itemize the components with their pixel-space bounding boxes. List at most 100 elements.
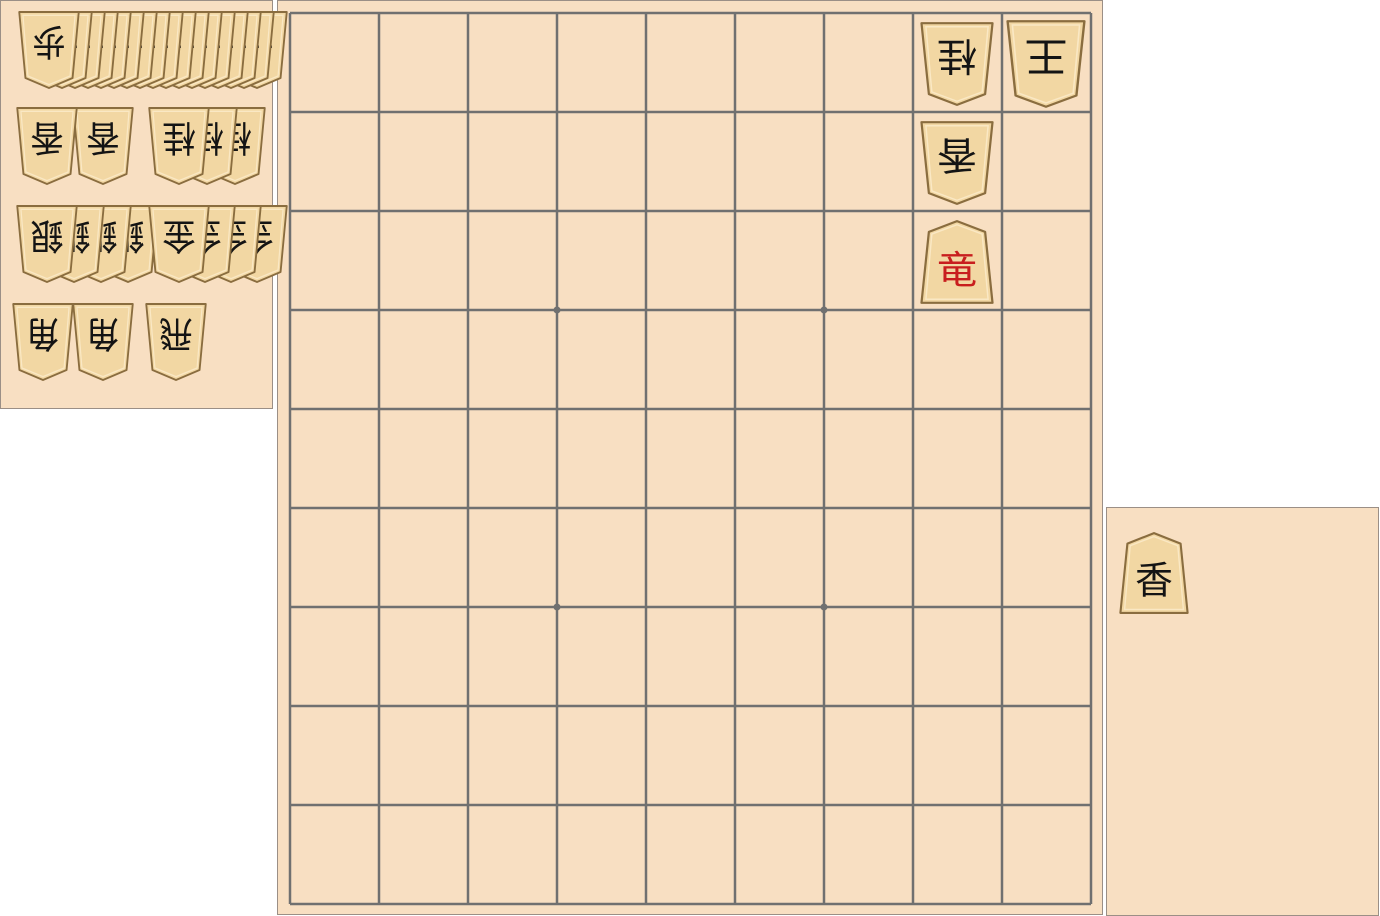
board-square-3-3[interactable]: [826, 213, 911, 308]
gote-hand-gold[interactable]: 金: [148, 204, 210, 284]
board-square-7-3[interactable]: [470, 213, 555, 308]
board-square-5-8[interactable]: [648, 708, 733, 803]
board-square-2-7[interactable]: [915, 609, 1000, 704]
piece-kanji: 角: [26, 312, 59, 353]
board-square-8-4[interactable]: [381, 312, 466, 407]
gote-hand-pawn[interactable]: 歩: [18, 10, 80, 90]
board-square-5-6[interactable]: [648, 510, 733, 605]
piece-kanji: 角: [86, 312, 119, 353]
board-square-5-7[interactable]: [648, 609, 733, 704]
board-square-4-1[interactable]: [737, 15, 822, 110]
board-square-2-9[interactable]: [915, 807, 1000, 902]
gote-hand-lance[interactable]: 香: [72, 106, 134, 186]
board-square-2-5[interactable]: [915, 411, 1000, 506]
piece-kanji: 飛: [159, 312, 192, 353]
board-square-3-4[interactable]: [826, 312, 911, 407]
gote-hand-silver[interactable]: 銀: [16, 204, 78, 284]
gote-hand-bishop[interactable]: 角: [72, 302, 134, 382]
board-square-9-9[interactable]: [292, 807, 377, 902]
star-point: [553, 306, 561, 314]
board-piece-gote-king[interactable]: 王: [1005, 19, 1086, 109]
piece-highlight: [16, 306, 70, 378]
board-square-2-4[interactable]: [915, 312, 1000, 407]
board-square-4-4[interactable]: [737, 312, 822, 407]
board-square-8-8[interactable]: [381, 708, 466, 803]
board-square-1-5[interactable]: [1004, 411, 1089, 506]
board-square-7-5[interactable]: [470, 411, 555, 506]
board-square-9-7[interactable]: [292, 609, 377, 704]
board-square-3-7[interactable]: [826, 609, 911, 704]
gote-hand-bishop[interactable]: 角: [12, 302, 74, 382]
board-square-6-3[interactable]: [559, 213, 644, 308]
board-square-5-3[interactable]: [648, 213, 733, 308]
board-square-6-2[interactable]: [559, 114, 644, 209]
board-square-8-3[interactable]: [381, 213, 466, 308]
board-square-6-9[interactable]: [559, 807, 644, 902]
board-square-5-5[interactable]: [648, 411, 733, 506]
board-square-3-1[interactable]: [826, 15, 911, 110]
board-square-5-4[interactable]: [648, 312, 733, 407]
board-square-8-5[interactable]: [381, 411, 466, 506]
board-square-5-9[interactable]: [648, 807, 733, 902]
board-square-8-1[interactable]: [381, 15, 466, 110]
board-square-4-7[interactable]: [737, 609, 822, 704]
board-piece-gote-lance[interactable]: 香: [919, 120, 994, 206]
piece-body: [16, 205, 78, 283]
board-square-4-3[interactable]: [737, 213, 822, 308]
gote-hand-lance[interactable]: 香: [16, 106, 78, 186]
board-square-6-4[interactable]: [559, 312, 644, 407]
board-square-4-8[interactable]: [737, 708, 822, 803]
board-square-9-6[interactable]: [292, 510, 377, 605]
board-square-1-7[interactable]: [1004, 609, 1089, 704]
board-piece-sente-dragon[interactable]: 竜: [919, 219, 994, 305]
board-square-1-9[interactable]: [1004, 807, 1089, 902]
board-square-8-7[interactable]: [381, 609, 466, 704]
board-square-1-6[interactable]: [1004, 510, 1089, 605]
board-square-9-3[interactable]: [292, 213, 377, 308]
board-square-6-7[interactable]: [559, 609, 644, 704]
board-square-5-2[interactable]: [648, 114, 733, 209]
board-square-1-2[interactable]: [1004, 114, 1089, 209]
board-square-6-5[interactable]: [559, 411, 644, 506]
board-square-3-8[interactable]: [826, 708, 911, 803]
board-square-7-2[interactable]: [470, 114, 555, 209]
board-square-9-5[interactable]: [292, 411, 377, 506]
board-square-3-2[interactable]: [826, 114, 911, 209]
board-square-9-1[interactable]: [292, 15, 377, 110]
board-square-1-4[interactable]: [1004, 312, 1089, 407]
board-square-4-5[interactable]: [737, 411, 822, 506]
board-square-4-2[interactable]: [737, 114, 822, 209]
board-square-4-6[interactable]: [737, 510, 822, 605]
board-square-3-5[interactable]: [826, 411, 911, 506]
board-square-8-9[interactable]: [381, 807, 466, 902]
piece-kanji: 香: [1135, 559, 1173, 603]
board-square-8-2[interactable]: [381, 114, 466, 209]
gote-hand-rook[interactable]: 飛: [145, 302, 207, 382]
board-square-7-6[interactable]: [470, 510, 555, 605]
board-square-6-6[interactable]: [559, 510, 644, 605]
board-square-9-8[interactable]: [292, 708, 377, 803]
board-square-6-1[interactable]: [559, 15, 644, 110]
gote-hand-knight[interactable]: 桂: [148, 106, 210, 186]
board-square-7-8[interactable]: [470, 708, 555, 803]
board-square-1-3[interactable]: [1004, 213, 1089, 308]
board-square-7-7[interactable]: [470, 609, 555, 704]
sente-hand-lance[interactable]: 香: [1119, 531, 1189, 615]
board-square-2-8[interactable]: [915, 708, 1000, 803]
board-square-8-6[interactable]: [381, 510, 466, 605]
board-square-5-1[interactable]: [648, 15, 733, 110]
board-square-7-1[interactable]: [470, 15, 555, 110]
piece-body: [18, 11, 80, 89]
board-square-7-9[interactable]: [470, 807, 555, 902]
board-square-3-6[interactable]: [826, 510, 911, 605]
board-piece-gote-knight[interactable]: 桂: [919, 21, 994, 107]
board-square-3-9[interactable]: [826, 807, 911, 902]
board-square-4-9[interactable]: [737, 807, 822, 902]
board-square-1-8[interactable]: [1004, 708, 1089, 803]
board-square-9-4[interactable]: [292, 312, 377, 407]
board-square-2-6[interactable]: [915, 510, 1000, 605]
board-square-6-8[interactable]: [559, 708, 644, 803]
board-square-9-2[interactable]: [292, 114, 377, 209]
board-square-7-4[interactable]: [470, 312, 555, 407]
piece-highlight: [22, 14, 76, 86]
